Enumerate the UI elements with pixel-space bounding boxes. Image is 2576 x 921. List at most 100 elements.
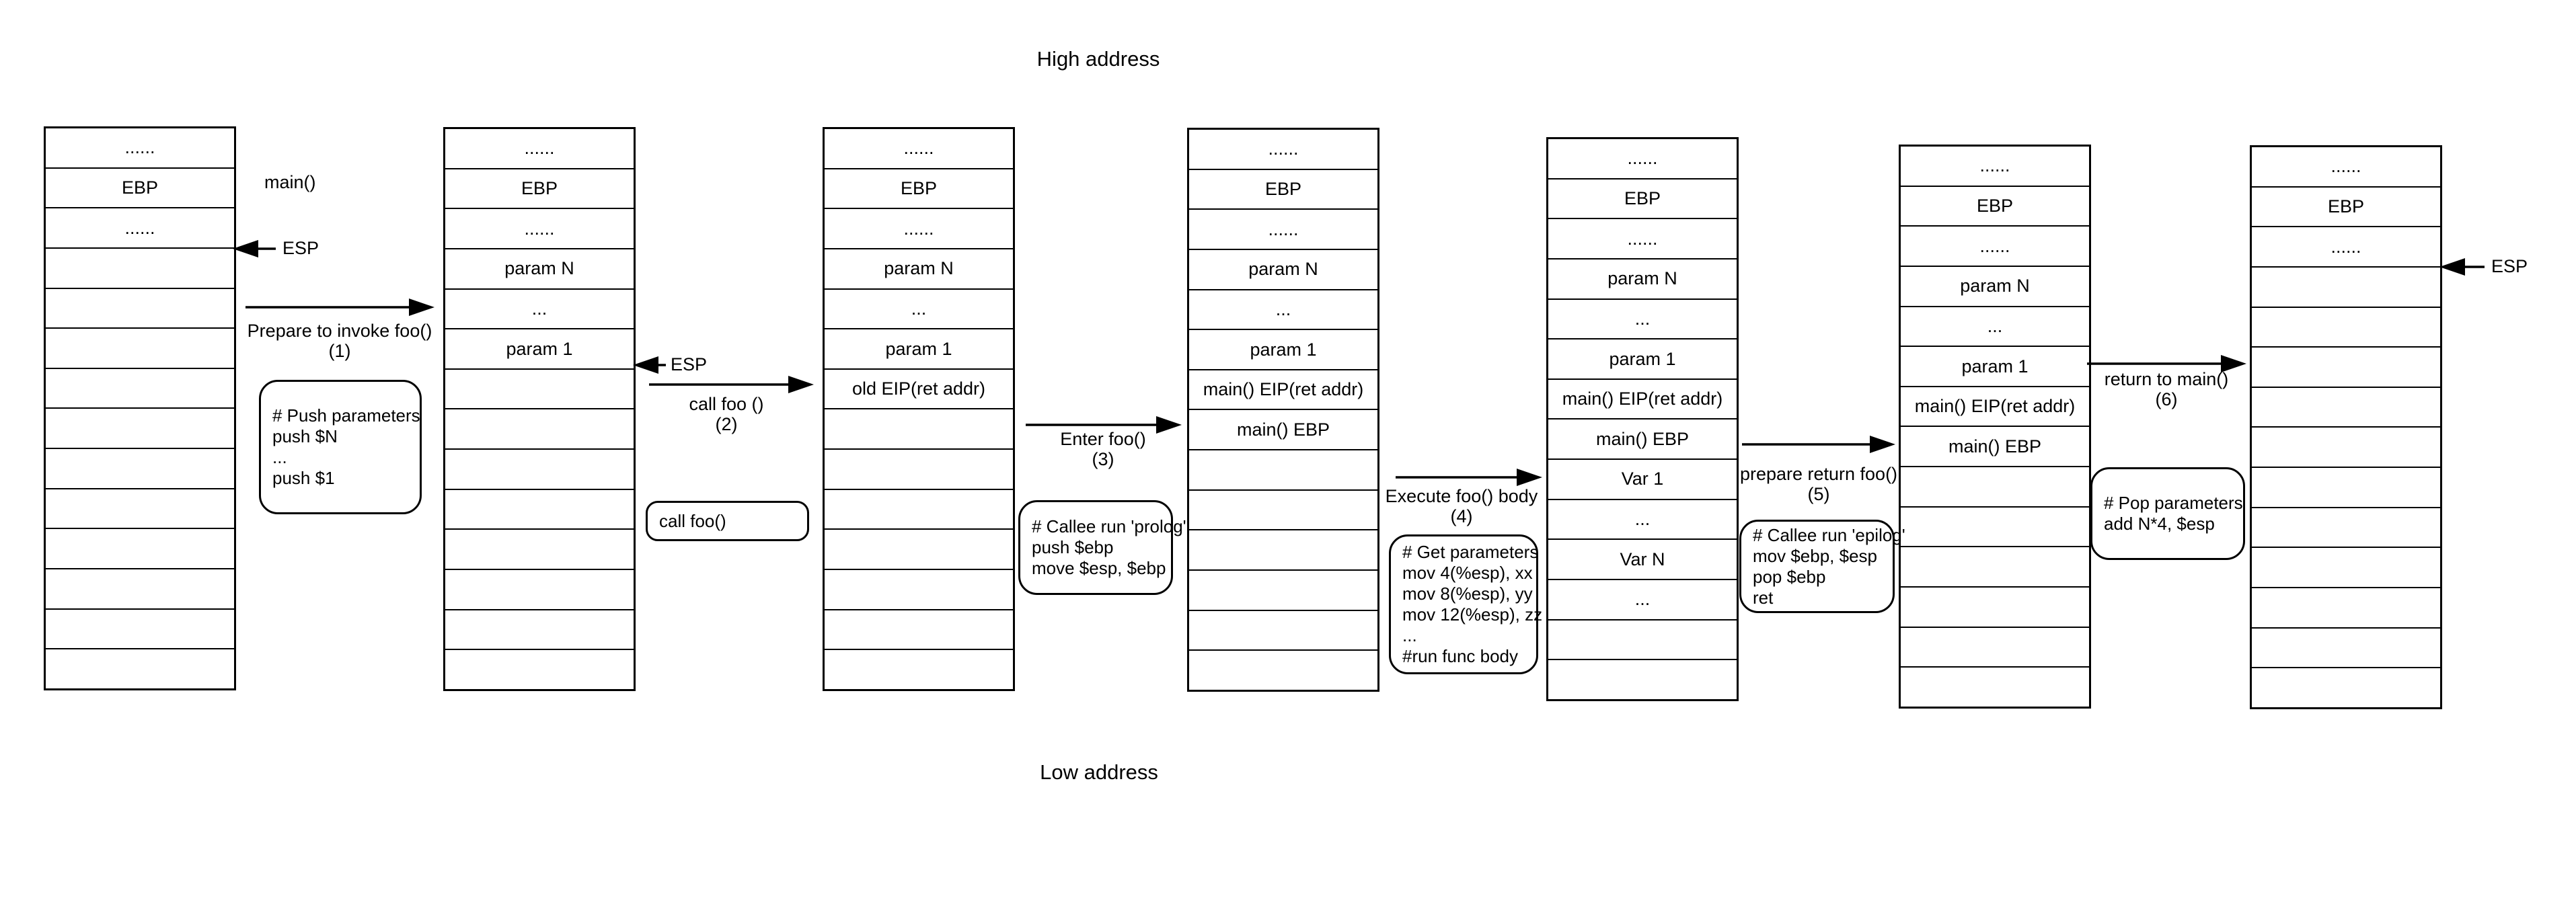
esp-label-2: ESP [671, 354, 708, 374]
stack-cell: Var 1 [1548, 458, 1737, 499]
esp-arrow-2 [633, 356, 666, 374]
stack-cell [825, 488, 1013, 529]
code-box-call-foo: call foo() [646, 501, 809, 541]
stack-cell [1548, 618, 1737, 659]
step-3-number: (3) [1092, 449, 1114, 469]
stack-cell [825, 649, 1013, 689]
stack-cell: ...... [1548, 218, 1737, 258]
stack-cell: EBP [1189, 168, 1377, 209]
stack-cell: ... [1901, 305, 2089, 346]
step-2-number: (2) [715, 414, 738, 434]
stack-cell [46, 247, 234, 288]
stack-cell: main() EBP [1189, 409, 1377, 449]
stack-cell [1901, 626, 2089, 667]
code-line: # Get parameters [1402, 542, 1539, 562]
stack-frame-2: ......EBP......param N...param 1 [443, 127, 636, 691]
stack-cell [2252, 306, 2440, 347]
esp-label-1: ESP [282, 238, 319, 258]
stack-cell [2252, 346, 2440, 387]
step-6-number: (6) [2155, 389, 2178, 409]
stack-cell: main() EBP [1901, 426, 2089, 466]
stack-cell: param N [1548, 257, 1737, 298]
stack-cell: ...... [1901, 225, 2089, 266]
stack-cell: param 1 [1189, 329, 1377, 369]
stack-cell [445, 368, 634, 409]
stack-cell [46, 648, 234, 688]
step-3-label: Enter foo() [1060, 429, 1146, 449]
code-line: push $ebp [1032, 537, 1114, 557]
stack-cell: EBP [2252, 186, 2440, 227]
low-address-title: Low address [1040, 760, 1158, 784]
stack-cell [1901, 546, 2089, 586]
stack-cell: EBP [1548, 177, 1737, 218]
step-1-annotation: Prepare to invoke foo() (1) [239, 321, 441, 361]
stack-cell: ...... [445, 208, 634, 248]
step-1-arrow [245, 298, 434, 316]
code-line: # Callee run 'epilog' [1753, 524, 1905, 545]
stack-frame-7: ......EBP...... [2250, 145, 2442, 709]
stack-cell [46, 327, 234, 368]
stack-cell: ... [1548, 298, 1737, 339]
stack-cell [825, 448, 1013, 489]
stack-cell: param 1 [1548, 338, 1737, 378]
code-line: #run func body [1402, 646, 1519, 666]
code-line: # Pop parameters [2104, 493, 2243, 513]
stack-cell [1901, 586, 2089, 627]
code-line: push $N [272, 426, 338, 446]
step-5-label: prepare return foo() [1739, 464, 1898, 484]
stack-cell: ...... [1189, 208, 1377, 249]
stack-cell: ...... [2331, 156, 2361, 177]
step-4-number: (4) [1450, 506, 1473, 526]
stack-cell [46, 568, 234, 608]
esp-arrow-1 [233, 240, 276, 257]
stack-cell: param 1 [825, 328, 1013, 368]
esp-label-3: ESP [2491, 256, 2528, 276]
stack-cell [2252, 386, 2440, 427]
code-line: push $1 [272, 468, 335, 488]
stack-cell: ... [1189, 288, 1377, 329]
stack-cell [2252, 587, 2440, 627]
stack-cell: old EIP(ret addr) [825, 368, 1013, 409]
stack-cell: ... [1548, 498, 1737, 539]
code-line: add N*4, $esp [2104, 514, 2215, 534]
code-line: move $esp, $ebp [1032, 558, 1166, 578]
step-4-arrow [1396, 469, 1542, 486]
stack-cell: ... [825, 288, 1013, 329]
stack-cell [445, 528, 634, 569]
stack-cell: EBP [825, 167, 1013, 208]
step-1-label: Prepare to invoke foo() [247, 321, 432, 341]
stack-cell [1548, 659, 1737, 699]
code-line: ... [1402, 625, 1417, 645]
stack-cell [825, 608, 1013, 649]
code-line: # Callee run 'prolog' [1032, 516, 1186, 536]
stack-frame-1: ......EBP...... [44, 126, 236, 690]
stack-cell [825, 569, 1013, 609]
stack-cell [1189, 529, 1377, 569]
stack-cell [1189, 449, 1377, 489]
stack-cell: param N [1189, 248, 1377, 289]
stack-cell [46, 367, 234, 408]
stack-cell [445, 569, 634, 609]
stack-cell [445, 608, 634, 649]
stack-cell: main() EBP [1548, 418, 1737, 458]
stack-cell [46, 287, 234, 328]
stack-cell: param N [825, 247, 1013, 288]
stack-cell [825, 528, 1013, 569]
esp-arrow-3 [2439, 258, 2485, 276]
main-function-label: main() [264, 172, 316, 192]
stack-cell: ... [445, 288, 634, 329]
stack-cell: main() EIP(ret addr) [1901, 385, 2089, 426]
stack-cell [2252, 426, 2440, 467]
stack-cell [2252, 266, 2440, 307]
stack-cell [2252, 506, 2440, 547]
stack-cell: EBP [445, 167, 634, 208]
code-line: pop $ebp [1753, 566, 1826, 587]
stack-cell [2252, 667, 2440, 707]
